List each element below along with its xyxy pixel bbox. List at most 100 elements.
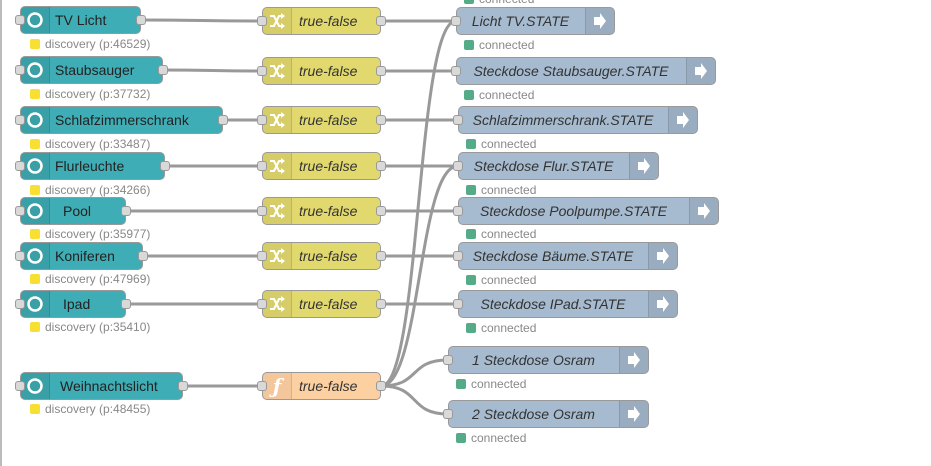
output-port[interactable] [376,206,386,216]
input-port[interactable] [443,409,453,419]
output-port[interactable] [376,16,386,26]
switch-node[interactable]: true-false [257,57,386,85]
alexa-ring-icon [21,57,50,83]
shuffle-icon [263,153,292,179]
arrow-right-icon [648,291,677,317]
output-port[interactable] [138,251,148,261]
output-node-label: Steckdose Flur.STATE [473,158,614,174]
input-port[interactable] [15,381,25,391]
input-port[interactable] [15,65,25,75]
output-node-ipad[interactable]: Steckdose IPad.STATE [453,290,678,318]
input-port[interactable] [443,355,453,365]
output-port[interactable] [158,65,168,75]
switch-node[interactable]: true-false [257,106,386,134]
switch-node[interactable]: true-false [257,197,386,225]
switch-node[interactable]: true-false [257,7,386,35]
output-port[interactable] [376,115,386,125]
input-node-ipad[interactable]: Ipad [15,290,131,318]
output-port[interactable] [376,299,386,309]
output-node-baeume[interactable]: Steckdose Bäume.STATE [453,242,678,270]
input-node-staubsauger[interactable]: Staubsauger [15,56,168,84]
output-port[interactable] [178,381,188,391]
wire[interactable] [380,358,449,388]
switch-node-label: true-false [299,112,358,128]
output-port[interactable] [136,15,146,25]
input-node-tv-licht[interactable]: TV Licht [15,6,146,34]
output-status: connected [456,377,526,391]
input-port[interactable] [15,15,25,25]
output-port[interactable] [376,381,386,391]
output-node-osram-1[interactable]: 1 Steckdose Osram [443,346,649,374]
input-port[interactable] [257,299,267,309]
input-port[interactable] [453,115,463,125]
input-node-label: Flurleuchte [55,158,125,174]
wire[interactable] [380,19,457,388]
wire[interactable] [162,68,263,73]
input-port[interactable] [15,299,25,309]
output-node-licht-tv[interactable]: Licht TV.STATE [451,7,615,35]
output-node-osram-2[interactable]: 2 Steckdose Osram [443,400,649,428]
output-port[interactable] [376,66,386,76]
arrow-right-icon [689,198,718,224]
output-node-flur[interactable]: Steckdose Flur.STATE [453,152,659,180]
output-port[interactable] [121,206,131,216]
input-node-weihnachtslicht[interactable]: Weihnachtslicht [15,372,188,400]
output-port[interactable] [121,299,131,309]
input-port[interactable] [453,251,463,261]
output-port[interactable] [160,161,170,171]
input-port[interactable] [15,161,25,171]
input-port[interactable] [15,251,25,261]
input-port[interactable] [257,16,267,26]
input-port[interactable] [15,115,25,125]
input-node-pool[interactable]: Pool [15,197,131,225]
alexa-ring-icon [21,291,50,317]
input-port[interactable] [257,206,267,216]
output-node-poolpumpe[interactable]: Steckdose Poolpumpe.STATE [453,197,719,225]
switch-node[interactable]: true-false [257,242,386,270]
output-port[interactable] [376,251,386,261]
input-port[interactable] [453,161,463,171]
wire[interactable] [140,18,263,23]
top-status-fragment: connected [464,0,534,6]
wire[interactable] [380,384,449,416]
input-port[interactable] [257,66,267,76]
input-port[interactable] [451,66,461,76]
input-node-koniferen[interactable]: Koniferen [15,242,148,270]
switch-node[interactable]: true-false [257,152,386,180]
input-port[interactable] [257,381,267,391]
arrow-right-icon [585,8,614,34]
output-status: connected [466,273,536,287]
input-status: discovery (p:33487) [30,137,150,151]
function-node[interactable]: ƒ true-false [257,372,386,400]
wire[interactable] [380,164,459,388]
alexa-ring-icon [21,243,50,269]
input-port[interactable] [15,206,25,216]
input-node-flurleuchte[interactable]: Flurleuchte [15,152,170,180]
input-port[interactable] [257,115,267,125]
input-node-schlafzimmerschrank[interactable]: Schlafzimmerschrank [15,106,228,134]
alexa-ring-icon [21,7,50,33]
input-port[interactable] [453,299,463,309]
input-status: discovery (p:35977) [30,227,150,241]
output-port[interactable] [218,115,228,125]
alexa-ring-icon [21,107,50,133]
input-port[interactable] [257,161,267,171]
input-status: discovery (p:46529) [30,37,150,51]
input-port[interactable] [257,251,267,261]
switch-node-label: true-false [299,63,358,79]
status-dot-icon [464,0,474,4]
input-node-label: Schlafzimmerschrank [55,112,189,128]
shuffle-icon [263,8,292,34]
output-node-label: Steckdose Poolpumpe.STATE [479,203,668,219]
input-port[interactable] [451,16,461,26]
input-node-label: TV Licht [55,12,107,28]
shuffle-icon [263,107,292,133]
status-dot-icon [466,323,476,333]
output-port[interactable] [376,161,386,171]
output-node-staubsauger[interactable]: Steckdose Staubsauger.STATE [451,57,716,85]
output-node-schlafzimmerschrank[interactable]: Schlafzimmerschrank.STATE [453,106,698,134]
switch-node[interactable]: true-false [257,290,386,318]
input-port[interactable] [453,206,463,216]
status-dot-icon [466,229,476,239]
